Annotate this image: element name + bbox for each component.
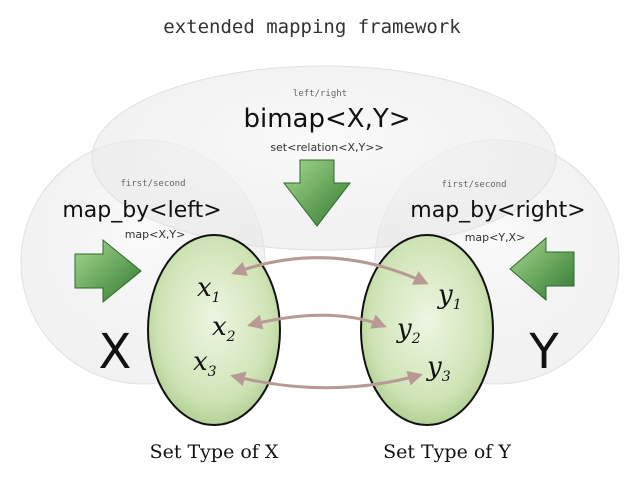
relation-arrow-3 <box>230 370 423 390</box>
right-view-type: map<Y,X> <box>465 231 526 244</box>
center-view-accessor: left/right <box>293 89 347 99</box>
relation-arrow-1 <box>231 256 429 285</box>
set-x-element-1: x1 <box>197 273 221 306</box>
set-y-element-3: y3 <box>426 352 451 385</box>
set-y-caption: Set Type of Y <box>383 441 511 463</box>
center-view-bubble <box>91 65 557 251</box>
diagram-title: extended mapping framework <box>163 16 461 38</box>
set-x-symbol: X <box>99 324 132 380</box>
set-x-element-2: x2 <box>212 312 236 345</box>
set-y-element-1: y1 <box>437 280 462 313</box>
set-y-element-2: y2 <box>396 314 421 347</box>
center-view-name: bimap<X,Y> <box>243 104 410 134</box>
down-arrow-icon <box>282 159 352 227</box>
right-view-name: map_by<right> <box>410 198 585 223</box>
left-view-accessor: first/second <box>120 179 185 189</box>
set-x-element-3: x3 <box>193 347 217 380</box>
set-y-symbol: Y <box>528 324 559 380</box>
right-view-accessor: first/second <box>441 180 506 190</box>
set-y-ellipse <box>360 234 494 426</box>
set-x-caption: Set Type of X <box>150 441 279 463</box>
center-view-type: set<relation<X,Y>> <box>270 141 383 154</box>
left-arrow-icon <box>509 236 575 302</box>
left-view-name: map_by<left> <box>62 198 221 223</box>
right-arrow-icon <box>74 238 142 304</box>
left-view-type: map<X,Y> <box>125 228 186 241</box>
relation-arrow-2 <box>247 313 387 330</box>
